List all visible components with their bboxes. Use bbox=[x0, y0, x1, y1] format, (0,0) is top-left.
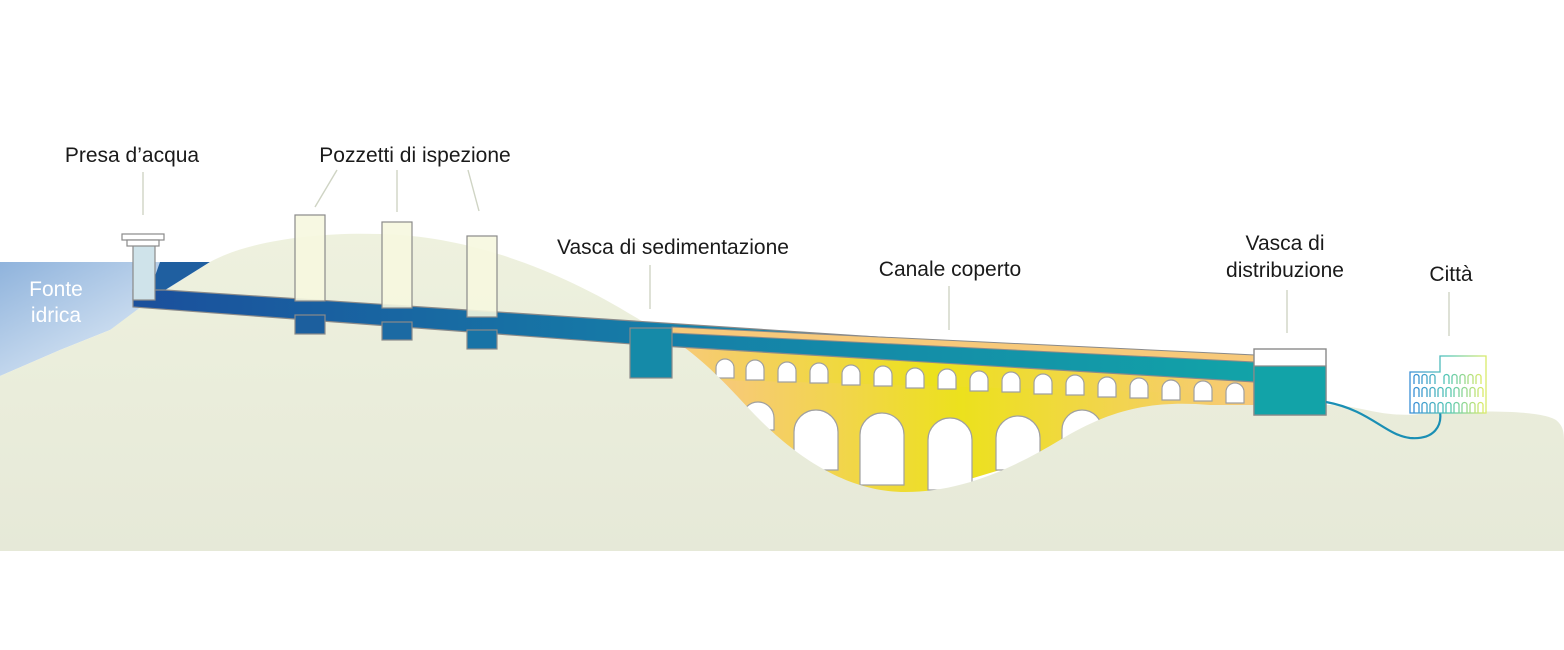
label-city: Città bbox=[1429, 263, 1473, 286]
shaft-well bbox=[381, 321, 413, 341]
inspection-shaft bbox=[294, 214, 326, 302]
shaft-well bbox=[466, 329, 498, 350]
inspection-shaft bbox=[381, 221, 413, 309]
inspection-shaft bbox=[466, 235, 498, 318]
label-settling-tank: Vasca di sedimentazione bbox=[557, 236, 789, 259]
settling-tank bbox=[629, 327, 673, 379]
label-covered-channel: Canale coperto bbox=[879, 258, 1021, 281]
label-intake: Presa d’acqua bbox=[65, 144, 200, 167]
inspection-shafts bbox=[294, 214, 498, 350]
label-source-line1: Fonte bbox=[29, 278, 83, 301]
label-inspection-shafts: Pozzetti di ispezione bbox=[319, 144, 510, 167]
distribution-tank bbox=[1253, 348, 1327, 416]
water-intake bbox=[121, 233, 165, 301]
colosseum-icon bbox=[1409, 355, 1487, 414]
city-pipe bbox=[1325, 400, 1442, 440]
label-source-line2: idrica bbox=[31, 304, 82, 327]
intake-water bbox=[150, 262, 210, 290]
shaft-well bbox=[294, 314, 326, 335]
label-distribution-line2: distribuzione bbox=[1226, 259, 1344, 282]
leader-lines bbox=[142, 169, 1450, 336]
label-distribution-line1: Vasca di bbox=[1246, 232, 1325, 255]
